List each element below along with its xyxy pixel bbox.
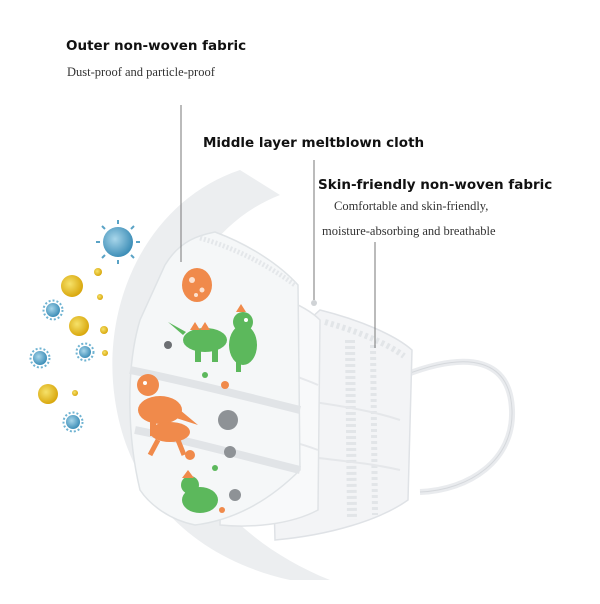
inner-layer-description-line1: Comfortable and skin-friendly,: [334, 199, 489, 213]
inner-layer-description-line2: moisture-absorbing and breathable: [322, 224, 496, 238]
virus-icon: [42, 299, 64, 321]
orange-egg-icon: [182, 268, 212, 302]
virus-icon: [29, 347, 51, 369]
middle-layer-title: Middle layer meltblown cloth: [203, 135, 425, 151]
outer-printed-layer: [129, 231, 301, 526]
particle-icon: [38, 384, 58, 404]
virus-icon: [75, 342, 95, 362]
particle-icon: [69, 316, 89, 336]
outer-layer-title: Outer non-woven fabric: [66, 38, 247, 54]
virus-icon: [96, 220, 140, 264]
particle-icon: [100, 326, 108, 334]
virus-icon: [62, 411, 84, 433]
particle-icon: [61, 275, 83, 297]
particle-icon: [94, 268, 102, 276]
outer-layer-description: Dust-proof and particle-proof: [67, 65, 215, 79]
orange-dinosaur-icon: [147, 422, 190, 457]
ear-loop: [403, 358, 516, 495]
particle-icon: [97, 294, 103, 300]
particle-icon: [102, 350, 108, 356]
green-dinosaur-icon: [181, 470, 218, 513]
inner-layer-title: Skin-friendly non-woven fabric: [318, 177, 553, 193]
green-dinosaur-icon: [168, 322, 227, 362]
green-dinosaur-icon: [229, 304, 257, 372]
particle-icon: [72, 390, 78, 396]
